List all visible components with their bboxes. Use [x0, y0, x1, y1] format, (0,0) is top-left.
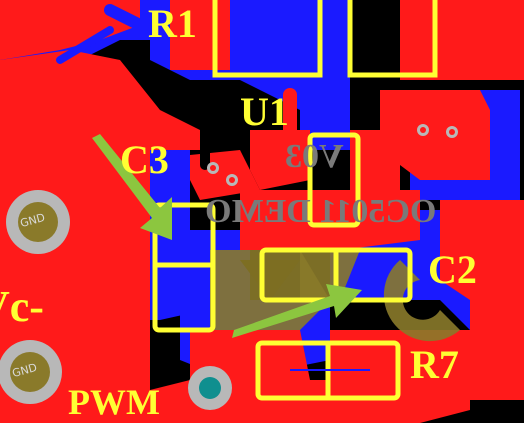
- top-copper-r1-right: [400, 0, 524, 80]
- c3-label: C3: [120, 137, 169, 182]
- through-hole-pads: [0, 190, 232, 410]
- trace-blue-top: [104, 4, 156, 36]
- top-copper-r1-left: [170, 0, 230, 70]
- gold-x-shape: [240, 260, 300, 300]
- gnd-pad-bottom-hole: [10, 352, 50, 392]
- u1-label: U1: [240, 89, 289, 134]
- pwm-pad-hole: [199, 377, 221, 399]
- arrow-to-c3: [92, 134, 172, 240]
- r1-outline-left: [212, 0, 323, 78]
- vias: [207, 124, 458, 186]
- top-copper-center: [240, 190, 420, 250]
- r1-outline-right: [347, 0, 438, 78]
- top-copper-right-edge: [440, 200, 524, 400]
- bottom-silk-board-name: OC5011 DEMO: [205, 193, 437, 230]
- via-4-hole: [229, 177, 235, 183]
- via-2-hole: [449, 129, 455, 135]
- trace-blue-left: [56, 26, 114, 64]
- top-copper-u1-left: [250, 130, 310, 190]
- gnd-pad-top-hole: [18, 202, 58, 242]
- arrow-to-c2: [232, 284, 362, 338]
- pwm-label: PWM: [68, 382, 160, 422]
- bottom-silk-version: V03: [285, 138, 344, 175]
- trace-dark-via: [200, 95, 255, 170]
- gold-block-c: [383, 260, 460, 342]
- via-3-hole: [210, 165, 216, 171]
- top-copper-right-pad: [380, 90, 490, 180]
- r7-label: R7: [410, 342, 459, 387]
- top-copper-corner: [0, 0, 140, 60]
- traces: [56, 4, 297, 170]
- u1-outline: [307, 132, 361, 228]
- via-1-hole: [420, 127, 426, 133]
- r1-label: R1: [148, 1, 197, 46]
- c2-label: C2: [428, 247, 477, 292]
- top-copper-u1-right: [350, 130, 400, 190]
- vc-minus-label: Vc-: [0, 282, 44, 331]
- top-copper-left-upper: [0, 50, 200, 150]
- annotation-arrows: [92, 134, 362, 338]
